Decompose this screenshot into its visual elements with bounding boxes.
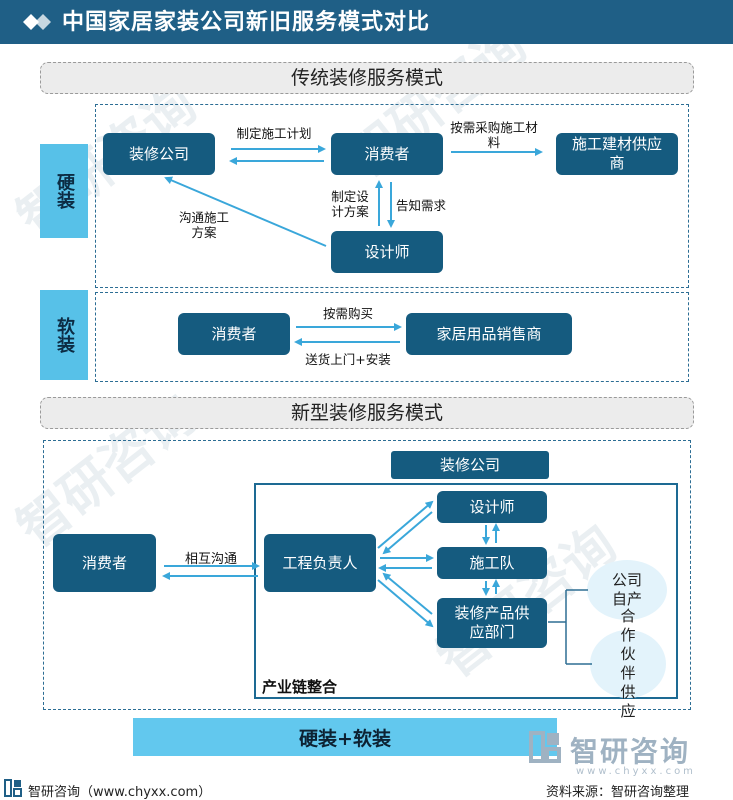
edge-label-inform: 告知需求 xyxy=(396,198,447,213)
node-designer: 设计师 xyxy=(331,231,443,273)
edge-label-design-plan: 制定设计方案 xyxy=(331,189,369,219)
watermark-brand: 智研咨询 xyxy=(570,735,691,768)
node-new-company: 装修公司 xyxy=(391,451,549,479)
page-title: 中国家居家装公司新旧服务模式对比 xyxy=(62,9,431,35)
new-model-area xyxy=(43,440,691,710)
footer-source: 资料来源：智研咨询整理 xyxy=(546,785,690,800)
footer-logo-icon xyxy=(4,779,22,797)
node-decoration-company: 装修公司 xyxy=(103,133,215,175)
hard-decoration-area xyxy=(95,104,689,288)
soft-decoration-label: 软装 xyxy=(40,290,88,380)
node-new-designer: 设计师 xyxy=(437,491,547,523)
node-manager: 工程负责人 xyxy=(264,534,376,592)
arrow-to-designer xyxy=(377,500,434,549)
new-model-banner: 新型装修服务模式 xyxy=(40,397,694,429)
edge-label-communicate: 沟通施工方案 xyxy=(178,210,229,240)
header-bar xyxy=(0,0,733,44)
industry-chain-box xyxy=(254,483,678,699)
traditional-banner: 传统装修服务模式 xyxy=(40,62,694,94)
bottom-summary-bar: 硬装+软装 xyxy=(133,718,557,756)
diamond-icon xyxy=(23,14,51,30)
edge-label-procure: 按需采购施工材料 xyxy=(450,120,538,150)
zhiyan-logo-icon xyxy=(529,731,561,763)
edge-label-deliver: 送货上门+安装 xyxy=(305,352,391,367)
arrow-from-designer xyxy=(382,511,433,555)
edge-label-plan: 制定施工计划 xyxy=(236,126,312,141)
arrow-to-supply xyxy=(377,579,434,628)
node-crew: 施工队 xyxy=(437,547,547,579)
industry-chain-label: 产业链整合 xyxy=(262,678,338,696)
soft-decoration-area xyxy=(95,292,689,382)
arrow-from-supply xyxy=(382,572,433,615)
node-consumer: 消费者 xyxy=(331,133,443,175)
footer-brand: 智研咨询（www.chyxx.com） xyxy=(28,785,212,800)
hard-decoration-label: 硬装 xyxy=(40,144,88,238)
edge-label-mutual: 相互沟通 xyxy=(184,552,237,567)
node-own-production: 公司自产 xyxy=(587,560,667,620)
arrow-communicate xyxy=(164,176,327,247)
edge-label-buy: 按需购买 xyxy=(322,306,373,321)
node-supplier: 施工建材供应商 xyxy=(556,133,678,175)
node-new-consumer: 消费者 xyxy=(53,534,156,592)
watermark-url: www.chyxx.com xyxy=(576,766,696,777)
node-retailer: 家居用品销售商 xyxy=(406,313,572,355)
node-supply-dept: 装修产品供应部门 xyxy=(437,598,547,648)
node-soft-consumer: 消费者 xyxy=(178,313,290,355)
